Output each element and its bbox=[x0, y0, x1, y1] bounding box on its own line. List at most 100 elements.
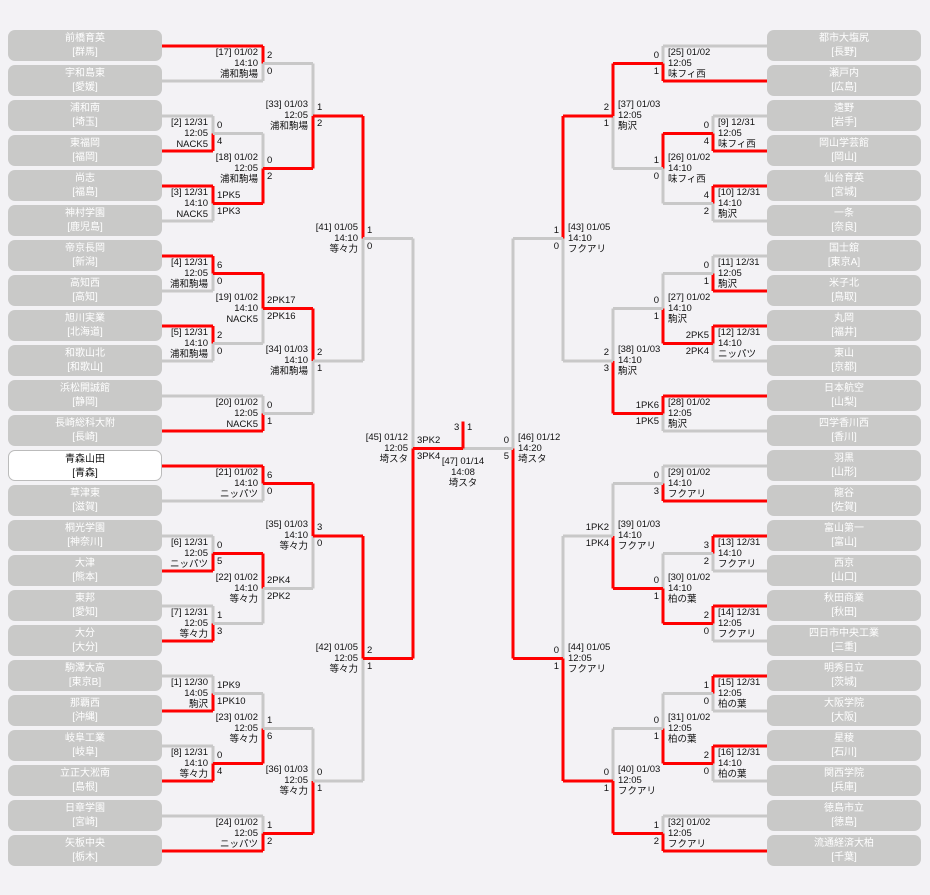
team-prefecture: [北海道] bbox=[67, 327, 103, 338]
match-number-date: [29] 01/02 bbox=[668, 467, 778, 478]
team-box[interactable]: 明秀日立[茨城] bbox=[767, 660, 921, 691]
team-box[interactable]: 岐阜工業[岐阜] bbox=[8, 730, 162, 761]
team-name: 遠野 bbox=[834, 103, 854, 114]
team-box[interactable]: 草津東[滋賀] bbox=[8, 485, 162, 516]
match-score: 2 bbox=[267, 49, 273, 61]
match-score: 2 bbox=[703, 205, 709, 217]
match-score: 2 bbox=[367, 644, 373, 656]
team-box[interactable]: 駒澤大高[東京B] bbox=[8, 660, 162, 691]
match-score: 1 bbox=[267, 714, 273, 726]
team-box[interactable]: 東山[京都] bbox=[767, 345, 921, 376]
team-box[interactable]: 四日市中央工業[三重] bbox=[767, 625, 921, 656]
match-time: 14:10 bbox=[668, 477, 692, 489]
team-name: 岡山学芸館 bbox=[819, 138, 869, 149]
match-venue: NACK5 bbox=[226, 313, 258, 325]
team-box[interactable]: 立正大淞南[島根] bbox=[8, 765, 162, 796]
team-box[interactable]: 四学香川西[香川] bbox=[767, 415, 921, 446]
team-prefecture: [高知] bbox=[72, 292, 98, 303]
team-box[interactable]: 東福岡[福岡] bbox=[8, 135, 162, 166]
match-date: 01/05 bbox=[583, 641, 611, 653]
team-box[interactable]: 帝京長岡[新潟] bbox=[8, 240, 162, 271]
team-box[interactable]: 遠野[岩手] bbox=[767, 100, 921, 131]
match-score: 1 bbox=[367, 660, 373, 672]
match-score: 1 bbox=[367, 224, 373, 236]
team-box[interactable]: 仙台育英[宮城] bbox=[767, 170, 921, 201]
match-date: 12/31 bbox=[181, 536, 208, 548]
team-box[interactable]: 大阪学院[大阪] bbox=[767, 695, 921, 726]
team-box[interactable]: 大分[大分] bbox=[8, 625, 162, 656]
team-box[interactable]: 和歌山北[和歌山] bbox=[8, 345, 162, 376]
team-box[interactable]: 日本航空[山梨] bbox=[767, 380, 921, 411]
team-box[interactable]: 都市大塩尻[長野] bbox=[767, 30, 921, 61]
team-prefecture: [栃木] bbox=[72, 852, 98, 863]
match-score: 0 bbox=[653, 469, 659, 481]
team-box[interactable]: 桐光学園[神奈川] bbox=[8, 520, 162, 551]
match-venue: ニッパツ bbox=[169, 558, 208, 570]
team-box[interactable]: 流通経済大柏[千葉] bbox=[767, 835, 921, 866]
team-name: 瀬戸内 bbox=[829, 68, 859, 79]
team-box[interactable]: 尚志[福島] bbox=[8, 170, 162, 201]
match-venue: ニッパツ bbox=[219, 488, 258, 500]
team-box[interactable]: 岡山学芸館[岡山] bbox=[767, 135, 921, 166]
match-number-date: [39] 01/03 bbox=[618, 519, 728, 530]
match-number: [37] bbox=[618, 99, 634, 110]
match-time: 14:10 bbox=[184, 197, 208, 209]
team-box[interactable]: 羽黒[山形] bbox=[767, 450, 921, 481]
match-date: 12/31 bbox=[733, 606, 761, 618]
match-venue: 等々力 bbox=[179, 628, 208, 640]
team-box[interactable]: 富山第一[富山] bbox=[767, 520, 921, 551]
team-box[interactable]: 東邦[愛知] bbox=[8, 590, 162, 621]
team-box[interactable]: 大津[熊本] bbox=[8, 555, 162, 586]
team-name: 徳島市立 bbox=[824, 803, 864, 814]
team-box[interactable]: 国士舘[東京A] bbox=[767, 240, 921, 271]
match-venue: ニッパツ bbox=[718, 348, 757, 360]
team-box[interactable]: 秋田商業[秋田] bbox=[767, 590, 921, 621]
team-box[interactable]: 西京[山口] bbox=[767, 555, 921, 586]
team-box[interactable]: 一条[奈良] bbox=[767, 205, 921, 236]
team-box[interactable]: 瀬戸内[広島] bbox=[767, 65, 921, 96]
match-venue: 浦和駒場 bbox=[219, 173, 258, 185]
match-number: [38] bbox=[618, 344, 634, 355]
match-score: 1PK10 bbox=[217, 695, 246, 707]
match-score: 0 bbox=[267, 485, 273, 497]
team-box[interactable]: 米子北[鳥取] bbox=[767, 275, 921, 306]
team-box[interactable]: 日章学園[宮崎] bbox=[8, 800, 162, 831]
match-number-date: [1] 12/30 bbox=[98, 677, 208, 688]
team-name: 帝京長岡 bbox=[65, 243, 105, 254]
match-venue: 等々力 bbox=[229, 733, 258, 745]
team-box[interactable]: 浦和南[埼玉] bbox=[8, 100, 162, 131]
match-time: 12:05 bbox=[618, 110, 642, 121]
match-score: 1 bbox=[653, 154, 659, 166]
team-box[interactable]: 高知西[高知] bbox=[8, 275, 162, 306]
team-box[interactable]: 宇和島東[愛媛] bbox=[8, 65, 162, 96]
team-prefecture: [佐賀] bbox=[831, 502, 857, 513]
match-date: 01/02 bbox=[231, 396, 258, 408]
match-number: [31] bbox=[668, 711, 684, 723]
team-box[interactable]: 青森山田[青森] bbox=[8, 450, 162, 481]
team-box[interactable]: 浜松開誠館[静岡] bbox=[8, 380, 162, 411]
team-box[interactable]: 旭川実業[北海道] bbox=[8, 310, 162, 341]
match-venue: 埼スタ bbox=[518, 453, 547, 465]
team-box[interactable]: 那覇西[沖縄] bbox=[8, 695, 162, 726]
match-number-date: [6] 12/31 bbox=[98, 537, 208, 548]
team-box[interactable]: 前橋育英[群馬] bbox=[8, 30, 162, 61]
match-date: 12/31 bbox=[181, 606, 208, 618]
team-box[interactable]: 龍谷[佐賀] bbox=[767, 485, 921, 516]
match-venue: 駒沢 bbox=[668, 313, 688, 325]
team-box[interactable]: 徳島市立[徳島] bbox=[767, 800, 921, 831]
team-box[interactable]: 神村学園[鹿児島] bbox=[8, 205, 162, 236]
team-box[interactable]: 丸岡[福井] bbox=[767, 310, 921, 341]
match-date: 01/02 bbox=[231, 571, 258, 583]
match-number-date: [2] 12/31 bbox=[98, 117, 208, 128]
team-box[interactable]: 星稜[石川] bbox=[767, 730, 921, 761]
team-box[interactable]: 矢板中央[栃木] bbox=[8, 835, 162, 866]
team-box[interactable]: 長崎総科大附[長崎] bbox=[8, 415, 162, 446]
team-box[interactable]: 関西学院[兵庫] bbox=[767, 765, 921, 796]
